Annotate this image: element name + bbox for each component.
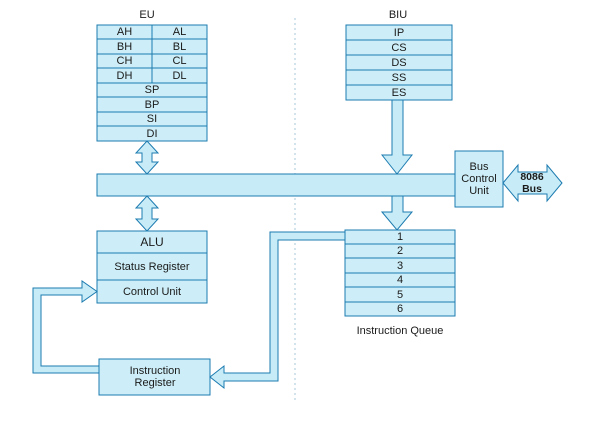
biu-register-stack [345, 24, 453, 101]
eu-register-dl: DL [172, 69, 187, 82]
bus-control-unit-label: Bus Control Unit [461, 161, 497, 197]
queue-slot-3: 3 [396, 259, 404, 272]
queue-slot-6: 6 [396, 303, 404, 315]
biu-register-ss: SS [391, 71, 407, 84]
instruction-queue-label: Instruction Queue [356, 325, 444, 337]
biu-title: BIU [388, 9, 408, 21]
bus-control-unit-box [454, 150, 504, 208]
eu-title: EU [139, 9, 155, 21]
control-unit-label: Control Unit [122, 285, 182, 298]
eu-register-ch: CH [116, 55, 133, 67]
instruction-register-box [98, 358, 211, 396]
queue-slot-4: 4 [396, 274, 404, 286]
queue-slot-2: 2 [396, 245, 404, 257]
biu-to-bus-arrow [380, 99, 414, 175]
biu-register-ds: DS [391, 56, 407, 69]
internal-data-bus [96, 173, 456, 197]
queue-to-ir-arrow [209, 231, 346, 390]
bus-to-queue-arrow [380, 195, 414, 231]
alu-label: ALU [140, 235, 164, 249]
eu-register-dh: DH [116, 69, 133, 82]
eu-register-bl: BL [172, 40, 187, 53]
eu-register-di: DI [146, 127, 158, 140]
instruction-queue-stack [344, 229, 456, 317]
ir-to-control-unit-arrow [32, 280, 100, 374]
alu-block-box [96, 230, 208, 304]
instruction-register-label: Instruction Register [129, 365, 181, 389]
status-register-label: Status Register [114, 260, 190, 273]
alu-block [96, 230, 208, 304]
eu-register-si: SI [146, 113, 158, 125]
bus-alu-lower-double-arrow [134, 195, 160, 232]
queue-slot-1: 1 [396, 231, 404, 243]
eu-register-grid [96, 24, 208, 142]
eu-register-sp: SP [144, 84, 160, 96]
external-bus-label: 8086 Bus [520, 171, 544, 195]
eu-register-al: AL [172, 26, 187, 38]
eu-register-bh: BH [116, 40, 133, 53]
external-bus-double-arrow [502, 163, 563, 203]
biu-register-box [345, 24, 453, 101]
queue-slot-5: 5 [396, 288, 404, 301]
eu-bus-upper-double-arrow [134, 140, 160, 175]
eu-register-bp: BP [144, 98, 160, 111]
eu-register-cl: CL [172, 55, 187, 67]
biu-register-es: ES [391, 86, 407, 99]
biu-register-ip: IP [393, 26, 405, 39]
biu-register-cs: CS [391, 41, 407, 54]
eu-register-ah: AH [116, 26, 133, 38]
